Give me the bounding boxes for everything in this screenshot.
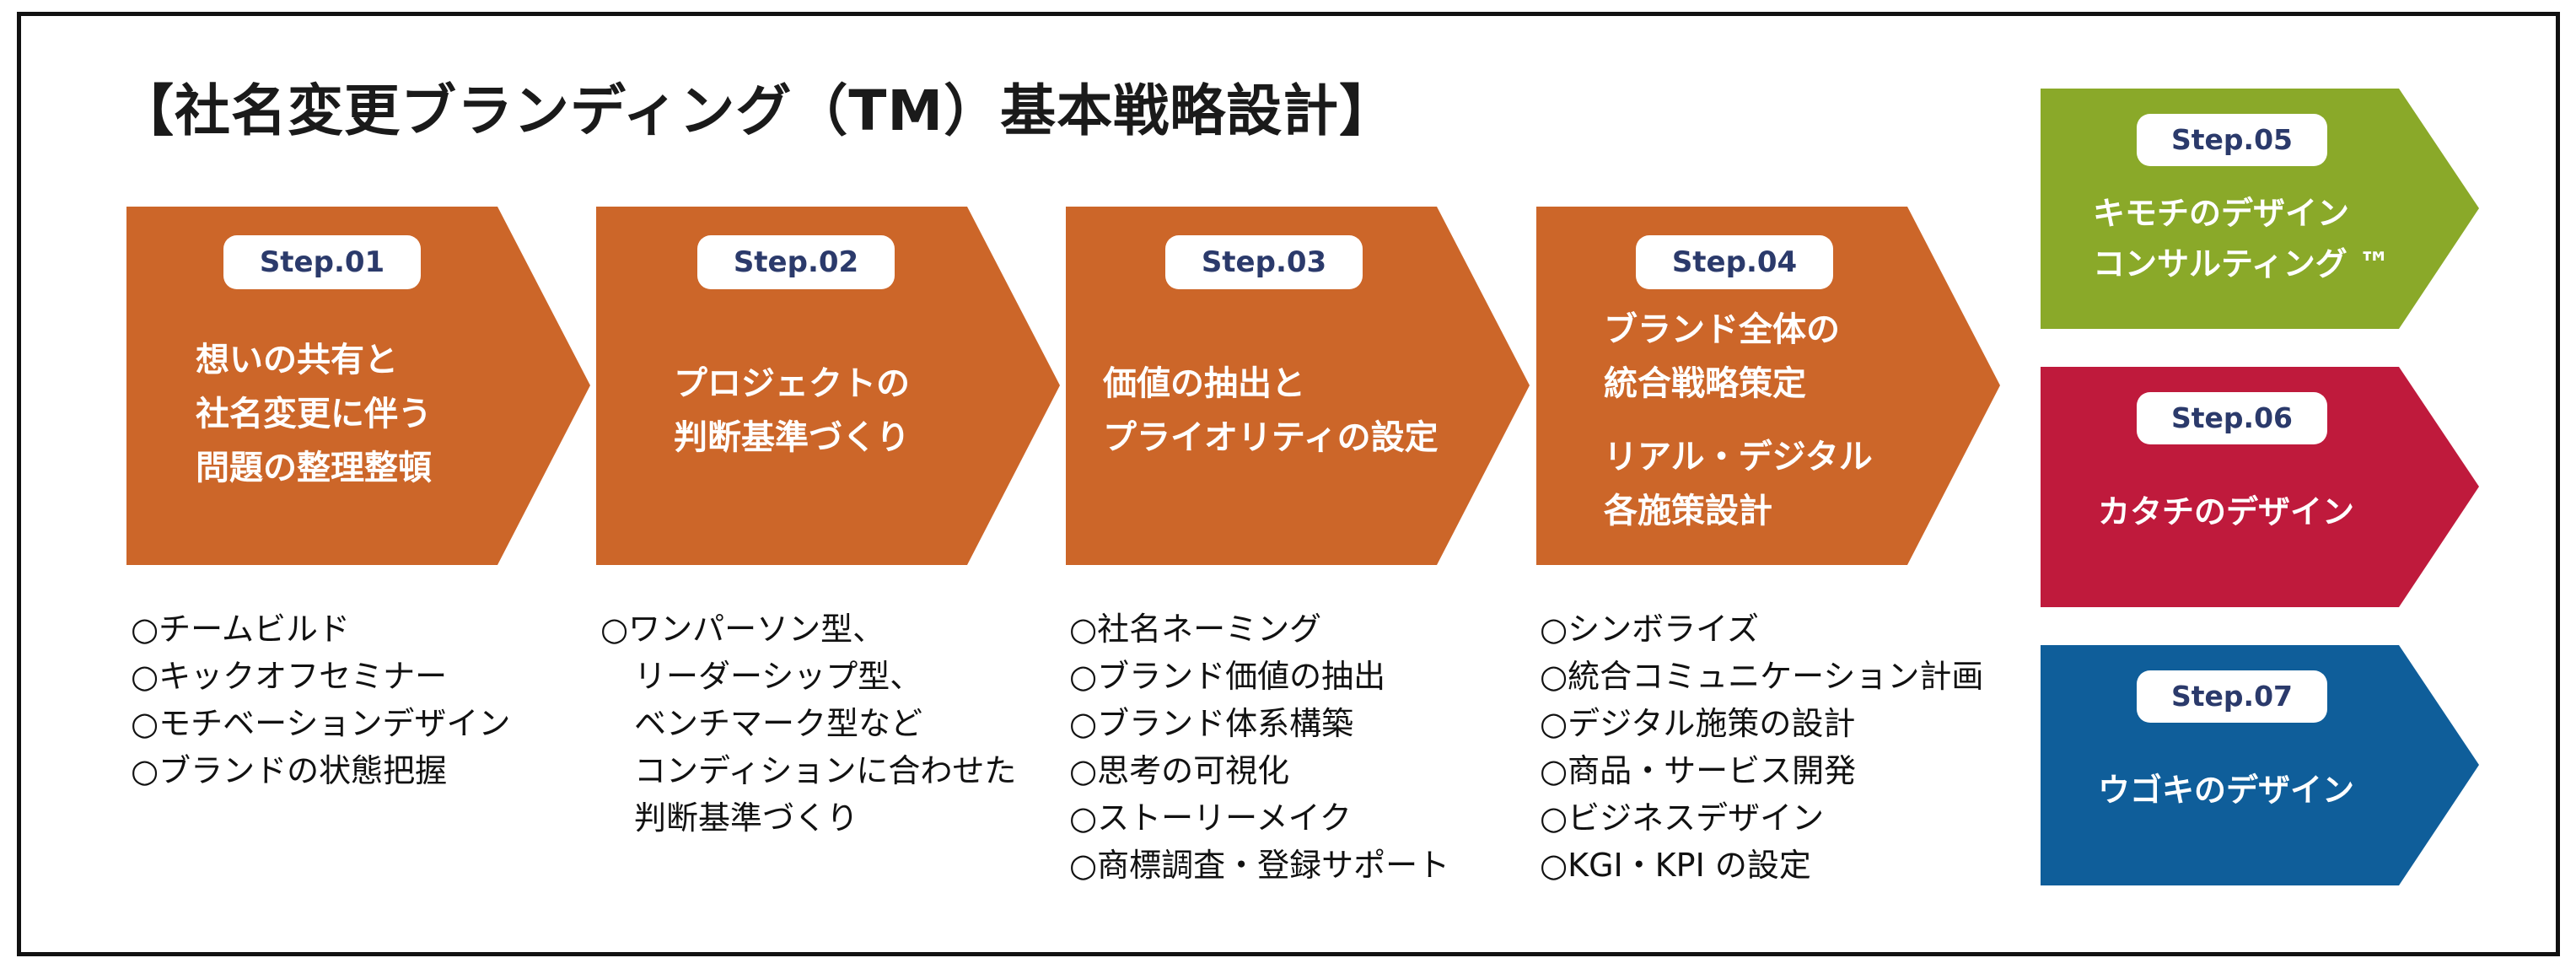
list-item: ○商品・サービス開発 — [1540, 752, 1857, 789]
step-05-line-1: キモチのデザイン — [2093, 195, 2350, 232]
step-03-arrow: Step.03 価値の抽出と プライオリティの設定 — [1066, 207, 1530, 565]
step-03-arrow-fill — [1066, 207, 1530, 565]
step-04-arrow-shape — [1536, 207, 2000, 565]
step-02-line-2: 判断基準づくり — [674, 418, 910, 457]
step-01-arrow: Step.01 想いの共有と 社名変更に伴う 問題の整理整頓 — [126, 207, 590, 565]
step-06-badge: Step.06 — [2137, 392, 2327, 444]
list-item: ベンチマーク型など — [634, 705, 923, 742]
step-06-line-1: カタチのデザイン — [2098, 493, 2355, 530]
list-item: ○デジタル施策の設計 — [1540, 705, 1856, 742]
step-04-arrow-fill — [1536, 207, 2000, 565]
step-01-arrow-fill — [126, 207, 590, 565]
step-04-text-a: ブランド全体の 統合戦略策定 — [1604, 303, 1840, 411]
step-05-badge: Step.05 — [2137, 114, 2327, 166]
step-04-line-3: リアル・デジタル — [1604, 438, 1873, 476]
step-07-line-1: ウゴキのデザイン — [2098, 772, 2355, 809]
step-02-arrow-shape — [596, 207, 1060, 565]
list-item: リーダーシップ型、 — [634, 658, 922, 695]
list-item: ○社名ネーミング — [1069, 611, 1322, 648]
step-04-arrow: Step.04 ブランド全体の 統合戦略策定 リアル・デジタル 各施策設計 — [1536, 207, 2000, 565]
step-06-text: カタチのデザイン — [2098, 487, 2354, 537]
step-01-arrow-shape — [126, 207, 590, 565]
step-01-line-1: 想いの共有と — [196, 341, 398, 379]
step-04-line-4: 各施策設計 — [1604, 492, 1772, 530]
list-item: コンディションに合わせた — [634, 752, 1017, 789]
step-06-arrow: Step.06 カタチのデザイン — [2041, 367, 2479, 607]
step-03-arrow-shape — [1066, 207, 1530, 565]
step-01-line-2: 社名変更に伴う — [196, 395, 432, 433]
list-item: ○KGI・KPI の設定 — [1540, 847, 1811, 884]
list-item: ○シンボライズ — [1540, 611, 1760, 648]
step-03-list: ○社名ネーミング ○ブランド価値の抽出 ○ブランド体系構築 ○思考の可視化 ○ス… — [1069, 605, 1449, 889]
list-item: 判断基準づくり — [634, 799, 859, 837]
step-01-badge: Step.01 — [223, 235, 421, 289]
step-07-text: ウゴキのデザイン — [2098, 765, 2354, 815]
step-04-badge: Step.04 — [1636, 235, 1833, 289]
list-item: ○ブランド体系構築 — [1069, 705, 1354, 742]
step-05-line-2: コンサルティング ™ — [2093, 245, 2390, 283]
step-02-arrow: Step.02 プロジェクトの 判断基準づくり — [596, 207, 1060, 565]
step-02-line-1: プロジェクトの — [674, 364, 910, 403]
step-03-badge: Step.03 — [1165, 235, 1363, 289]
list-item: ○思考の可視化 — [1069, 752, 1290, 789]
list-item: ○キックオフセミナー — [131, 658, 448, 695]
list-item: ○商標調査・登録サポート — [1069, 847, 1450, 884]
list-item: ○ビジネスデザイン — [1540, 799, 1825, 837]
step-04-list: ○シンボライズ ○統合コミュニケーション計画 ○デジタル施策の設計 ○商品・サー… — [1540, 605, 1983, 889]
step-07-arrow: Step.07 ウゴキのデザイン — [2041, 645, 2479, 885]
step-03-line-1: 価値の抽出と — [1103, 364, 1305, 403]
step-07-badge: Step.07 — [2137, 670, 2327, 723]
list-item: ○ワンパーソン型、 — [600, 611, 885, 648]
list-item: ○ブランドの状態把握 — [131, 752, 448, 789]
step-04-line-1: ブランド全体の — [1604, 310, 1840, 349]
diagram-frame — [17, 12, 2560, 956]
list-item: ○モチベーションデザイン — [131, 705, 511, 742]
list-item: ○ブランド価値の抽出 — [1069, 658, 1386, 695]
step-02-badge: Step.02 — [697, 235, 895, 289]
step-02-text: プロジェクトの 判断基準づくり — [674, 357, 910, 465]
list-item: ○チームビルド — [131, 611, 351, 648]
step-03-text: 価値の抽出と プライオリティの設定 — [1103, 357, 1439, 465]
step-02-list: ○ワンパーソン型、 リーダーシップ型、 ベンチマーク型など コンディションに合わ… — [600, 605, 1016, 842]
step-01-list: ○チームビルド ○キックオフセミナー ○モチベーションデザイン ○ブランドの状態… — [131, 605, 510, 794]
step-03-line-2: プライオリティの設定 — [1103, 418, 1439, 457]
step-01-text: 想いの共有と 社名変更に伴う 問題の整理整頓 — [196, 333, 432, 495]
step-02-arrow-fill — [596, 207, 1060, 565]
list-item: ○ストーリーメイク — [1069, 799, 1352, 837]
step-05-text: キモチのデザイン コンサルティング ™ — [2093, 188, 2390, 289]
step-05-arrow: Step.05 キモチのデザイン コンサルティング ™ — [2041, 89, 2479, 329]
step-01-line-3: 問題の整理整頓 — [196, 449, 432, 487]
step-04-line-2: 統合戦略策定 — [1604, 364, 1806, 403]
list-item: ○統合コミュニケーション計画 — [1540, 658, 1984, 695]
step-04-text-b: リアル・デジタル 各施策設計 — [1604, 430, 1873, 538]
page-title: 【社名変更ブランディング（TM）基本戦略設計】 — [118, 78, 1396, 143]
